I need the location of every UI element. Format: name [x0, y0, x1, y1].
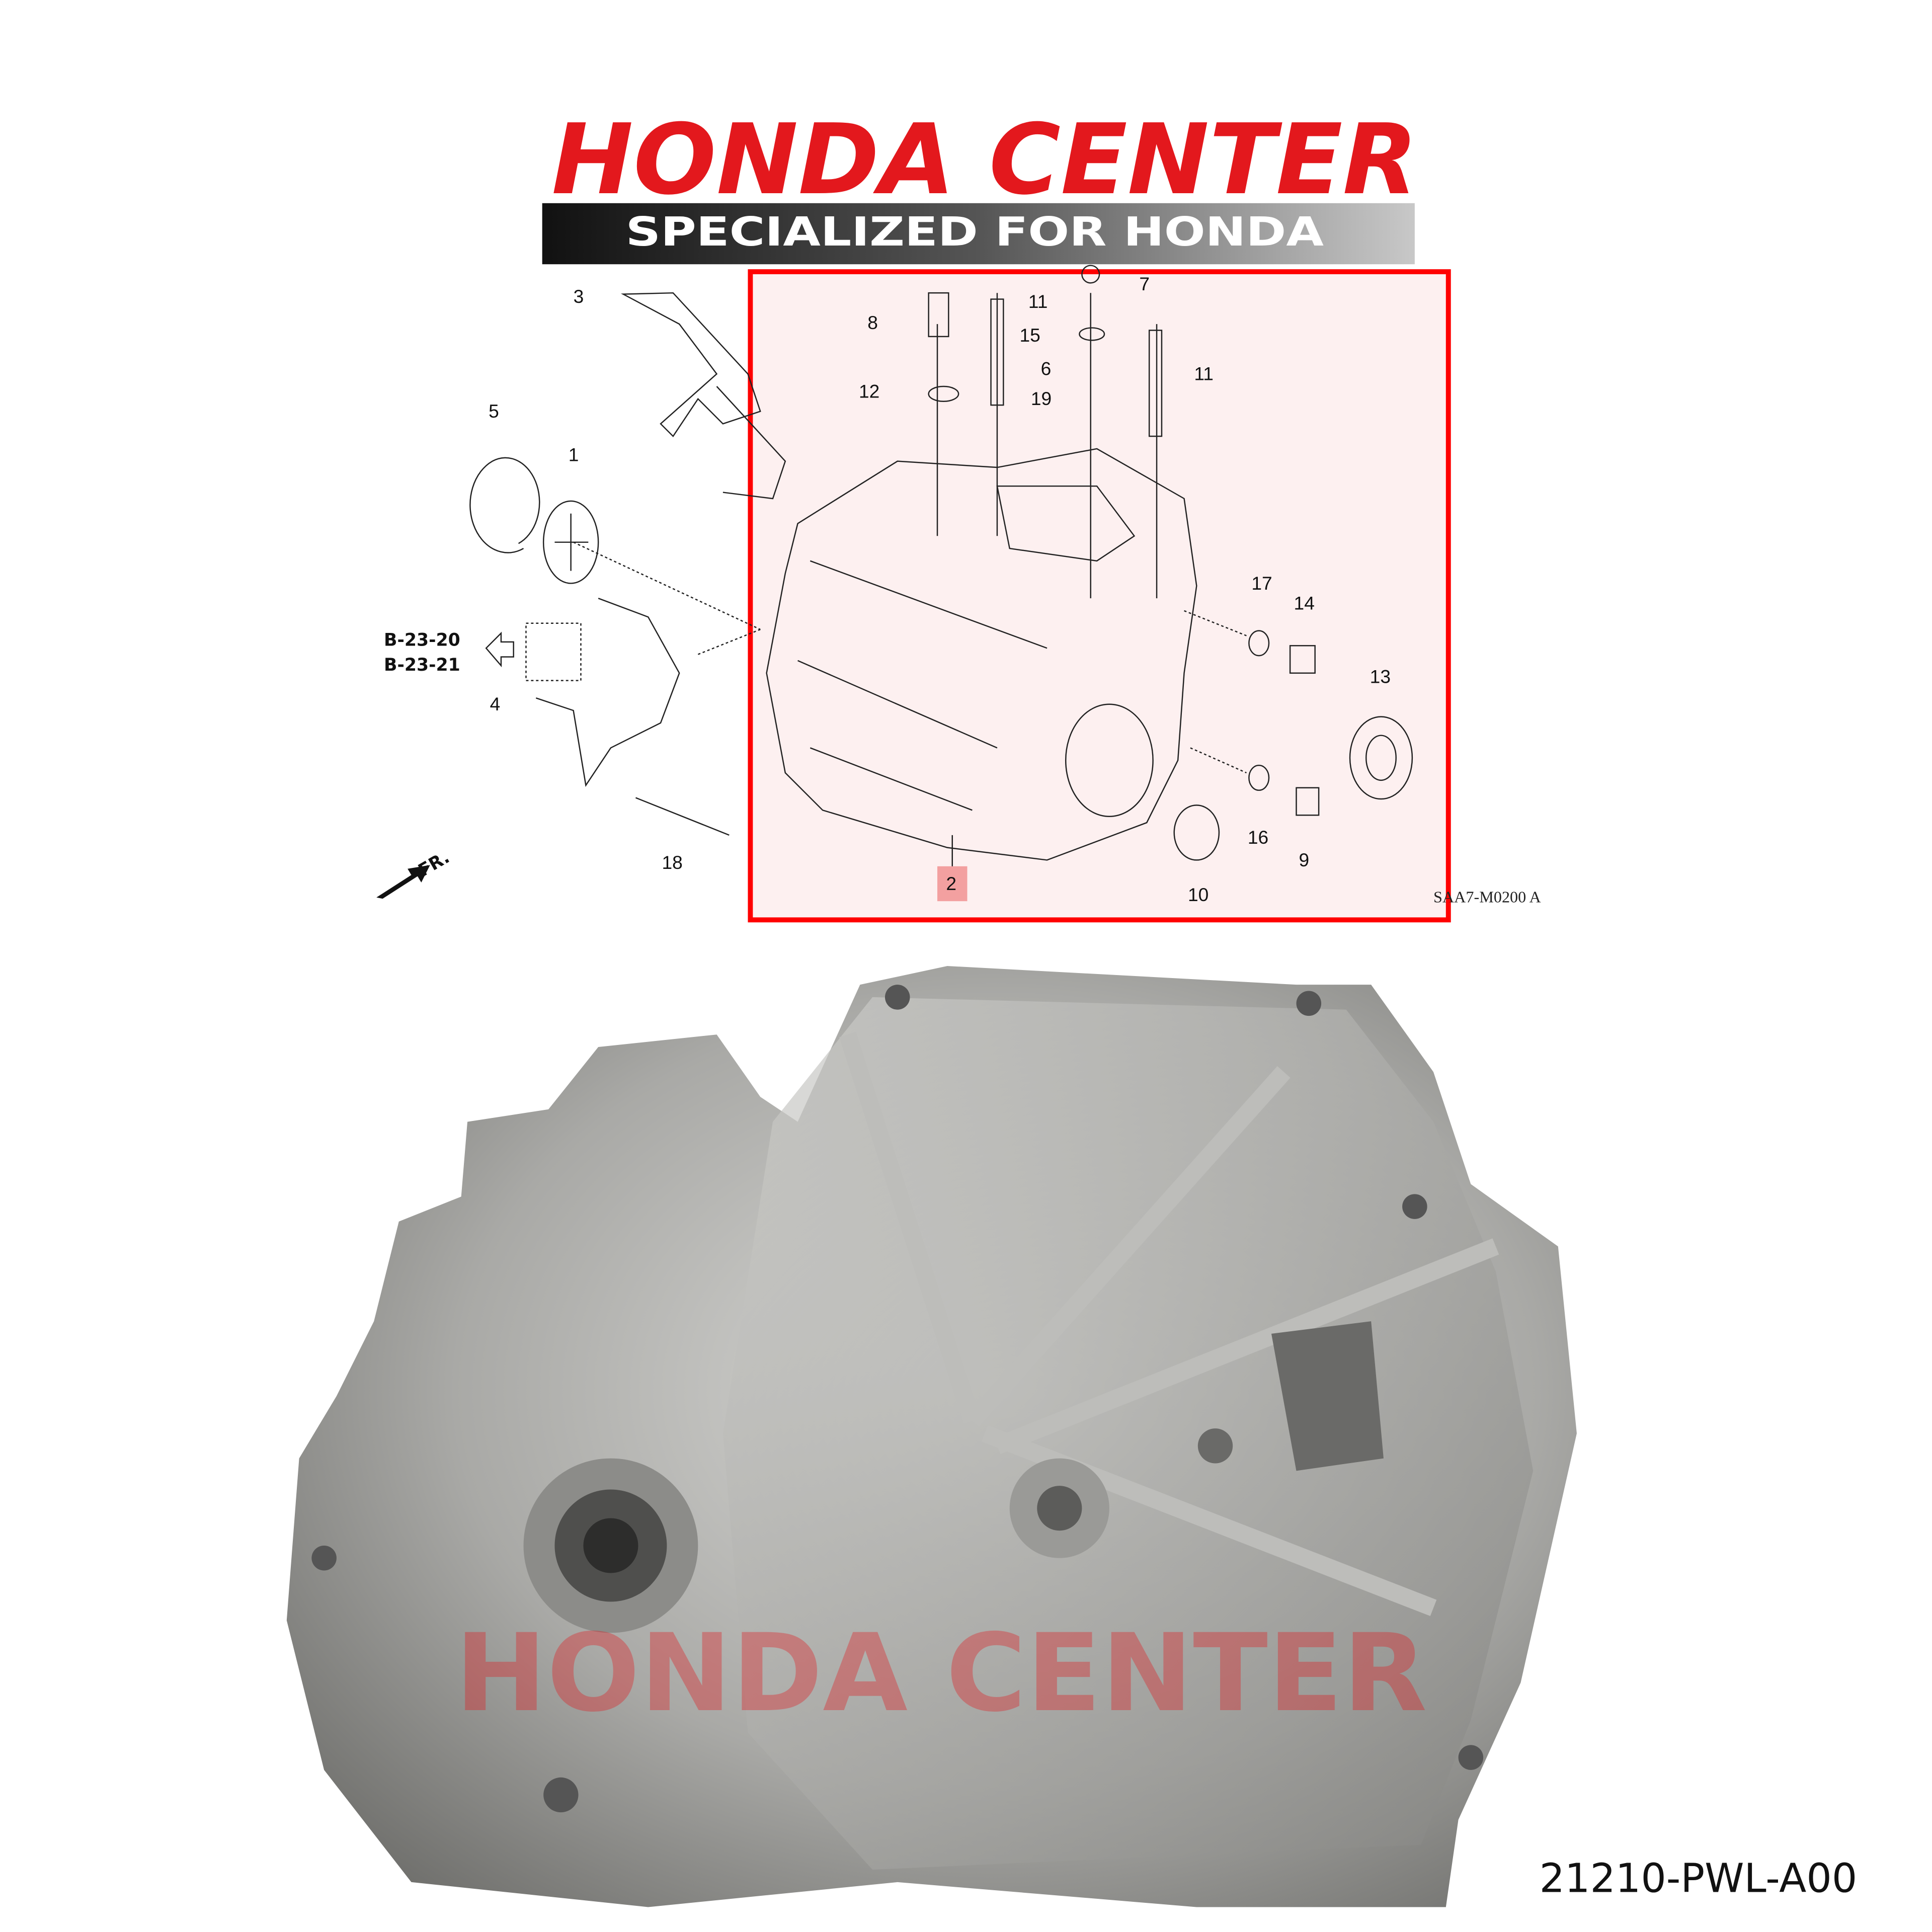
- callout-3: 3: [574, 286, 584, 307]
- part-number: 21210-PWL-A00: [1540, 1855, 1858, 1902]
- highlight-box: [748, 269, 1451, 923]
- parts-diagram: 3 8 11 7 15 6 11 12 19 5 1 17 14 13 4 16…: [376, 265, 1542, 923]
- callout-7: 7: [1139, 273, 1150, 294]
- brand-title: HONDA CENTER: [551, 103, 1418, 216]
- callout-5: 5: [489, 400, 499, 422]
- callout-11b: 11: [1194, 363, 1214, 384]
- callout-18: 18: [662, 852, 683, 873]
- diagram-code: SAA7-M0200 A: [1433, 888, 1541, 906]
- callout-6: 6: [1041, 358, 1052, 379]
- callout-12: 12: [859, 380, 879, 401]
- reference-b-23-20: B-23-20: [384, 630, 460, 650]
- callout-13: 13: [1370, 666, 1391, 687]
- transmission-housing-photo: HONDA CENTER: [286, 966, 1577, 1907]
- tagline-banner: [542, 203, 1415, 265]
- callout-17: 17: [1251, 573, 1272, 594]
- callout-14: 14: [1294, 592, 1315, 613]
- callout-19: 19: [1031, 388, 1052, 409]
- callout-11: 11: [1028, 291, 1048, 312]
- brand-header: HONDA CENTER SPECIALIZED FOR HONDA: [542, 103, 1418, 265]
- brand-tagline: SPECIALIZED FOR HONDA: [626, 208, 1324, 255]
- callout-15: 15: [1020, 325, 1040, 346]
- callout-2: 2: [946, 873, 956, 894]
- selected-callout-highlight: [937, 866, 968, 902]
- callout-1: 1: [569, 444, 579, 465]
- callout-9: 9: [1299, 849, 1309, 870]
- callout-4: 4: [490, 693, 501, 714]
- reference-b-23-21: B-23-21: [384, 655, 460, 675]
- callout-16: 16: [1248, 827, 1268, 848]
- callout-8: 8: [867, 312, 878, 333]
- watermark: HONDA CENTER: [455, 1611, 1427, 1736]
- callout-10: 10: [1188, 884, 1209, 905]
